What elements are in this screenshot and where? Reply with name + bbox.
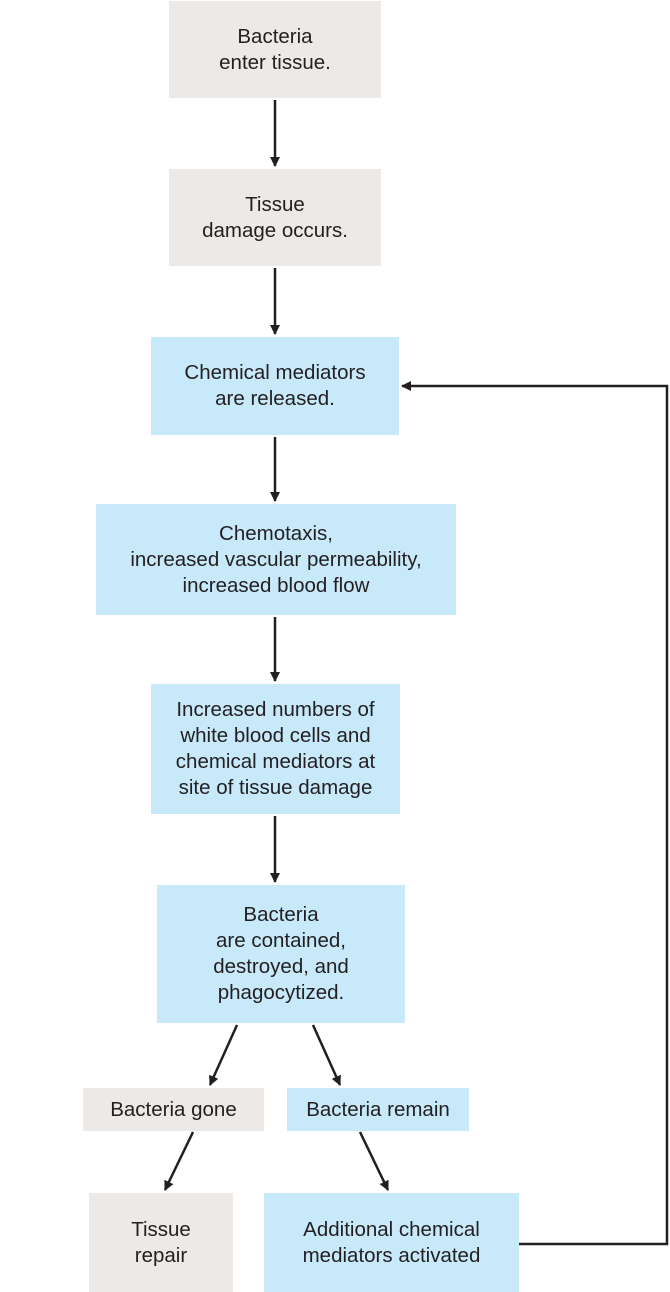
node-bacteria-remain: Bacteria remain bbox=[287, 1088, 469, 1131]
node-additional-mediators: Additional chemical mediators activated bbox=[264, 1193, 519, 1292]
arrow-bacteria-contained-to-bacteria-gone bbox=[208, 1024, 239, 1086]
node-increased-wbc: Increased numbers of white blood cells a… bbox=[151, 684, 400, 814]
node-chemotaxis: Chemotaxis, increased vascular permeabil… bbox=[96, 504, 456, 615]
arrow-bacteria-gone-to-tissue-repair bbox=[163, 1131, 195, 1191]
node-mediators-released: Chemical mediators are released. bbox=[151, 337, 399, 435]
arrow-bacteria-contained-to-bacteria-remain bbox=[311, 1024, 342, 1086]
node-bacteria-enter: Bacteria enter tissue. bbox=[169, 1, 381, 98]
node-bacteria-gone: Bacteria gone bbox=[83, 1088, 264, 1131]
node-tissue-repair: Tissue repair bbox=[89, 1193, 233, 1292]
node-bacteria-contained: Bacteria are contained, destroyed, and p… bbox=[157, 885, 405, 1023]
node-tissue-damage: Tissue damage occurs. bbox=[169, 169, 381, 266]
arrow-bacteria-remain-to-additional-mediators bbox=[358, 1131, 390, 1191]
